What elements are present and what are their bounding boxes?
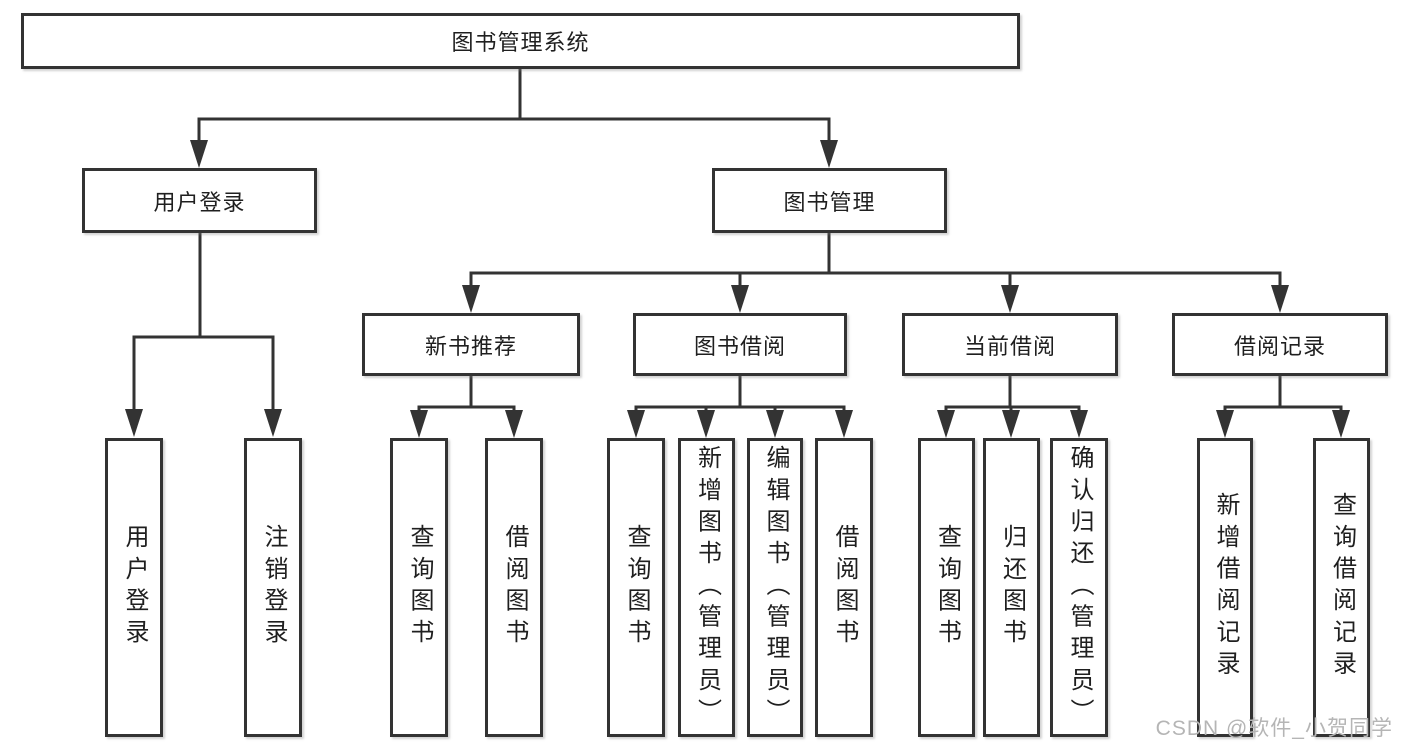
leaf-bb-query-books: 查询图书 [607, 438, 665, 737]
leaf-bb-borrow-books: 借阅图书 [815, 438, 873, 737]
node-current-borrow: 当前借阅 [902, 313, 1118, 376]
leaf-bb-edit-books-admin: 编辑图书（管理员） [747, 438, 803, 737]
node-root: 图书管理系统 [21, 13, 1020, 69]
node-user-login: 用户登录 [82, 168, 317, 233]
leaf-logout-label: 注销登录 [260, 524, 287, 651]
leaf-nbr-borrow-books-label: 借阅图书 [501, 524, 528, 651]
leaf-br-query-record-label: 查询借阅记录 [1328, 492, 1356, 683]
leaf-cb-return-books: 归还图书 [983, 438, 1040, 737]
leaf-bb-add-books-admin: 新增图书（管理员） [678, 438, 735, 737]
leaf-logout: 注销登录 [244, 438, 302, 737]
leaf-nbr-query-books: 查询图书 [390, 438, 448, 737]
leaf-br-add-record-label: 新增借阅记录 [1212, 492, 1239, 683]
leaf-cb-query-books-label: 查询图书 [933, 524, 961, 651]
leaf-nbr-query-books-label: 查询图书 [406, 524, 433, 651]
node-borrow-records: 借阅记录 [1172, 313, 1388, 376]
leaf-cb-return-books-label: 归还图书 [998, 524, 1026, 651]
leaf-br-add-record: 新增借阅记录 [1197, 438, 1253, 737]
leaf-bb-query-books-label: 查询图书 [623, 524, 650, 651]
node-book-borrow: 图书借阅 [633, 313, 847, 376]
leaf-cb-confirm-return-admin-label: 确认归还（管理员） [1066, 444, 1093, 731]
leaf-user-login: 用户登录 [105, 438, 163, 737]
node-new-book-recommend: 新书推荐 [362, 313, 580, 376]
leaf-cb-confirm-return-admin: 确认归还（管理员） [1050, 438, 1108, 737]
leaf-bb-edit-books-admin-label: 编辑图书（管理员） [762, 444, 789, 731]
leaf-br-query-record: 查询借阅记录 [1313, 438, 1370, 737]
csdn-watermark: CSDN @软件_小贺同学 [1155, 717, 1393, 740]
leaf-user-login-label: 用户登录 [121, 524, 148, 651]
node-book-management: 图书管理 [712, 168, 947, 233]
leaf-bb-add-books-admin-label: 新增图书（管理员） [693, 444, 721, 731]
leaf-cb-query-books: 查询图书 [918, 438, 975, 737]
leaf-nbr-borrow-books: 借阅图书 [485, 438, 543, 737]
leaf-bb-borrow-books-label: 借阅图书 [831, 524, 858, 651]
